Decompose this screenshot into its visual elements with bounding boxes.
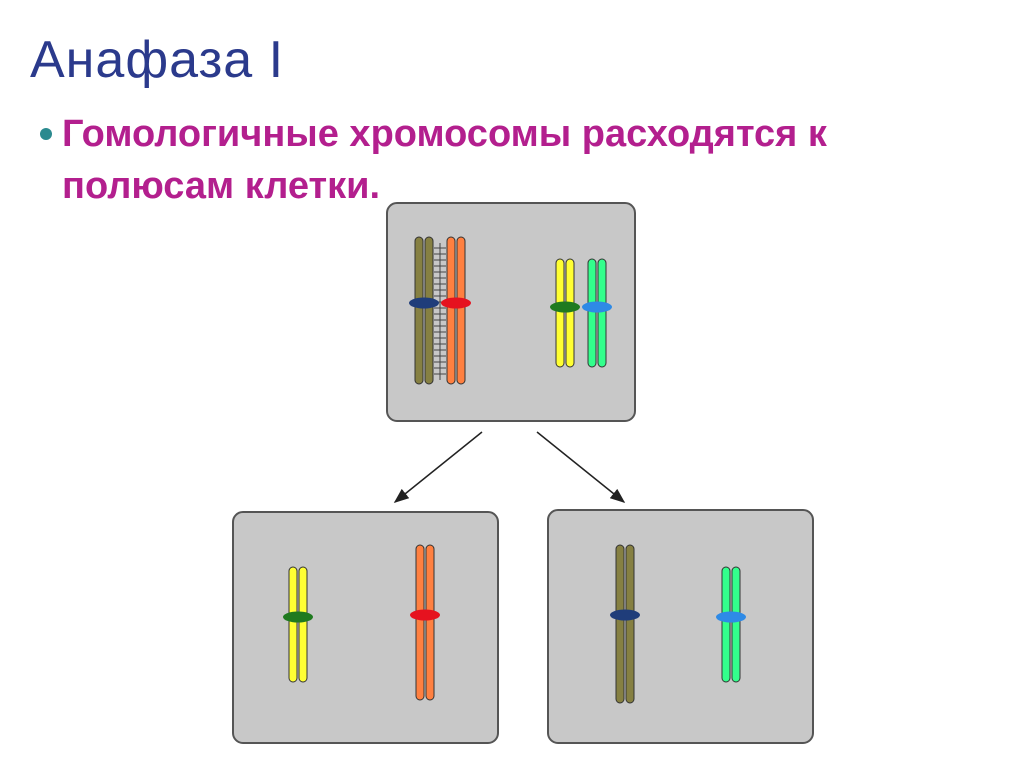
chromosome-orange-left (410, 544, 440, 701)
daughter-cell-right (547, 509, 814, 744)
centromere (410, 609, 440, 621)
arrow-to-left-cell (393, 431, 483, 503)
centromere (409, 297, 439, 309)
bullet-dot-icon (40, 128, 52, 140)
centromere (283, 611, 313, 623)
bullet-item: Гомологичные хромосомы расходятся к полю… (40, 108, 962, 212)
slide-title: Анафаза I (30, 31, 285, 89)
chromosome-green-right (716, 566, 746, 683)
chromosome-green-parent (582, 258, 612, 368)
centromere (716, 611, 746, 623)
chromosome-yellow-left (283, 566, 313, 683)
chromosome-olive-parent (409, 236, 439, 385)
chromosome-olive-right (610, 544, 640, 704)
bullet-text: Гомологичные хромосомы расходятся к полю… (62, 113, 827, 207)
chromosome-orange-parent (441, 236, 471, 385)
centromere (610, 609, 640, 621)
arrow-to-right-cell (536, 431, 626, 503)
chromosome-yellow-parent (550, 258, 580, 368)
centromere (550, 301, 580, 313)
centromere (582, 301, 612, 313)
centromere (441, 297, 471, 309)
daughter-cell-left (232, 511, 499, 744)
